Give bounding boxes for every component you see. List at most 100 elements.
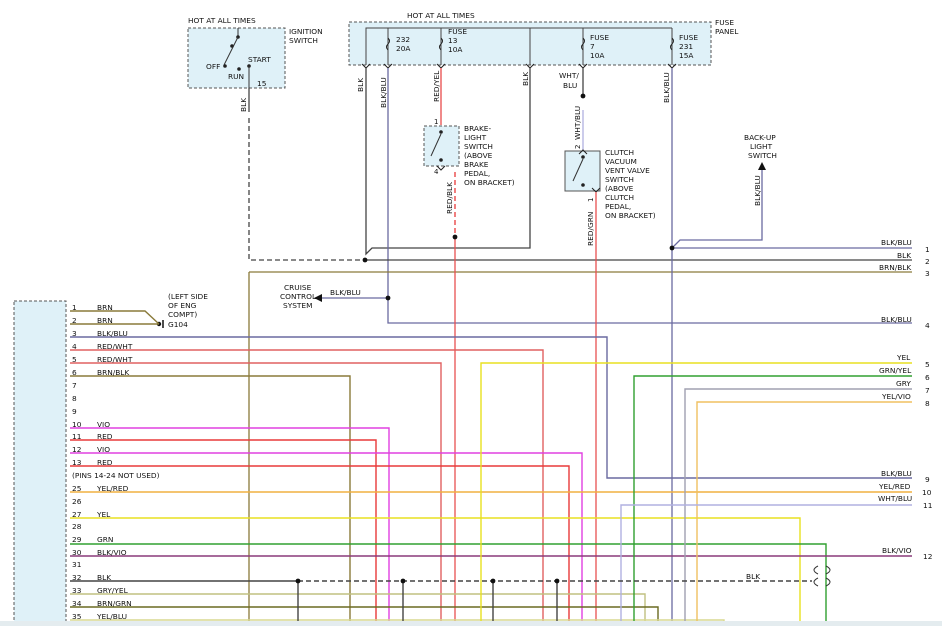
ignition-contact	[237, 67, 241, 71]
splice-dot	[554, 578, 560, 584]
fuse-7-rating: 10A	[590, 51, 604, 60]
pin-wire-11: RED	[97, 432, 113, 441]
pin-num-12: 12	[72, 445, 81, 454]
ignition-title-line-2: SWITCH	[289, 36, 318, 45]
pin-num-25: 25	[72, 484, 82, 493]
wire-blk-drop	[297, 581, 558, 626]
fuse-icon	[386, 37, 390, 51]
pin-num-34: 34	[72, 599, 82, 608]
pin-wire-27: YEL	[96, 510, 111, 519]
output-label-12: BLK/VIO	[882, 546, 912, 555]
output-num-8: 8	[925, 399, 930, 408]
clutch-switch-arm	[572, 158, 584, 182]
pin-wire-13: RED	[97, 458, 113, 467]
output-num-3: 3	[925, 269, 930, 278]
fuse-231-number: 231	[679, 42, 693, 51]
wire-pin13-red	[70, 465, 570, 626]
splice-dot	[400, 578, 406, 584]
output-label-4: BLK/BLU	[881, 315, 912, 324]
backup-line-2: LIGHT	[750, 142, 773, 151]
pin-num-5: 5	[72, 355, 77, 364]
splice-dot	[669, 245, 675, 251]
clutch-switch-line-5: (ABOVE	[605, 184, 634, 193]
fuse-panel: HOT AT ALL TIMES FUSE PANEL 232 20A FUSE…	[348, 11, 739, 108]
top-wires	[248, 68, 912, 626]
fuse-wire-label-blkblu2: BLK/BLU	[662, 72, 671, 103]
pin-wire-34: BRN/GRN	[97, 599, 132, 608]
clutch-switch-line-8: ON BRACKET)	[605, 211, 656, 220]
pin-wire-33: GRY/YEL	[97, 586, 129, 595]
brake-switch-line-1: BRAKE-	[464, 124, 491, 133]
pin-num-6: 6	[72, 368, 77, 377]
splice-dot	[295, 578, 301, 584]
fuse-bus-bar	[365, 27, 672, 65]
output-label-1: BLK/BLU	[881, 238, 912, 247]
fuse-wire-label-blu: BLU	[563, 81, 577, 90]
fuse-231-label: FUSE	[679, 33, 698, 42]
brake-switch-line-7: ON BRACKET)	[464, 178, 515, 187]
pin-num-27: 27	[72, 510, 82, 519]
ignition-off-label: OFF	[206, 62, 220, 71]
wire-pin1-brn	[70, 310, 160, 325]
ignition-switch-arm	[223, 36, 239, 66]
wire-pin6-brnblk	[70, 375, 351, 626]
pin-wire-1: BRN	[97, 303, 113, 312]
pin-wire-5: RED/WHT	[97, 355, 133, 364]
pin-num-30: 30	[72, 548, 82, 557]
output-num-1: 1	[925, 245, 930, 254]
fuse-7-number: 7	[590, 42, 595, 51]
pin-num-31: 31	[72, 560, 82, 569]
fuse-wire-label-blk2: BLK	[521, 72, 530, 86]
cruise-control-system: CRUISE CONTROL SYSTEM BLK/BLU	[280, 283, 391, 310]
cruise-line-3: SYSTEM	[283, 301, 312, 310]
brake-switch-arm	[430, 133, 442, 157]
clutch-pin-top: 2	[574, 145, 582, 149]
output-label-10: YEL/RED	[878, 482, 911, 491]
clutch-switch-line-3: VENT VALVE	[605, 166, 650, 175]
pin-num-29: 29	[72, 535, 82, 544]
ignition-switch: HOT AT ALL TIMES IGNITION SWITCH OFF STA…	[187, 16, 323, 112]
brake-switch-contact	[439, 158, 443, 162]
pin-num-7: 7	[72, 381, 77, 390]
output-label-7: GRY	[896, 379, 911, 388]
fuse-13-rating: 10A	[448, 45, 462, 54]
clutch-pin-bottom: 1	[587, 198, 595, 202]
pin-wire-12: VIO	[97, 445, 110, 454]
fuse-panel-hot-label: HOT AT ALL TIMES	[407, 11, 475, 20]
fuse-icon	[439, 37, 443, 51]
fuse-wire-label-wht: WHT/	[559, 71, 579, 80]
output-num-6: 6	[925, 373, 930, 382]
pin-num-8: 8	[72, 394, 77, 403]
fuse-wire-label-blkblu: BLK/BLU	[379, 77, 388, 108]
pin-wire-3: BLK/BLU	[97, 329, 128, 338]
output-num-12: 12	[923, 552, 932, 561]
brake-switch-line-3: SWITCH	[464, 142, 493, 151]
splice-dot	[580, 93, 586, 99]
ground-line-3: COMPT)	[168, 310, 197, 319]
output-num-10: 10	[922, 488, 932, 497]
brake-switch-line-4: (ABOVE	[464, 151, 493, 160]
pin-wire-2: BRN	[97, 316, 113, 325]
connector-chevron	[578, 149, 588, 155]
bottom-scroll-strip[interactable]	[0, 621, 942, 626]
pin-wire-30: BLK/VIO	[97, 548, 127, 557]
output-num-11: 11	[923, 501, 933, 510]
fuse-icon	[581, 37, 585, 51]
pin-num-10: 10	[72, 420, 82, 429]
ignition-hot-label: HOT AT ALL TIMES	[188, 16, 256, 25]
ignition-output-wire-label: BLK	[239, 98, 248, 112]
control-module	[13, 300, 67, 626]
pins-not-used-note: (PINS 14-24 NOT USED)	[72, 471, 160, 480]
wire-out11-whtblu	[620, 504, 912, 626]
output-label-3: BRN/BLK	[879, 263, 911, 272]
backup-line-1: BACK-UP	[744, 133, 776, 142]
pin-num-1: 1	[72, 303, 77, 312]
fuse-panel-title-line-1: FUSE	[715, 18, 734, 27]
pin-wire-29: GRN	[97, 535, 113, 544]
pin-num-33: 33	[72, 586, 82, 595]
output-num-2: 2	[925, 257, 930, 266]
output-label-2: BLK	[897, 251, 911, 260]
ground-line-2: OF ENG	[168, 301, 197, 310]
fuse-icon	[670, 37, 674, 51]
fuse-232-label: 232	[396, 35, 410, 44]
